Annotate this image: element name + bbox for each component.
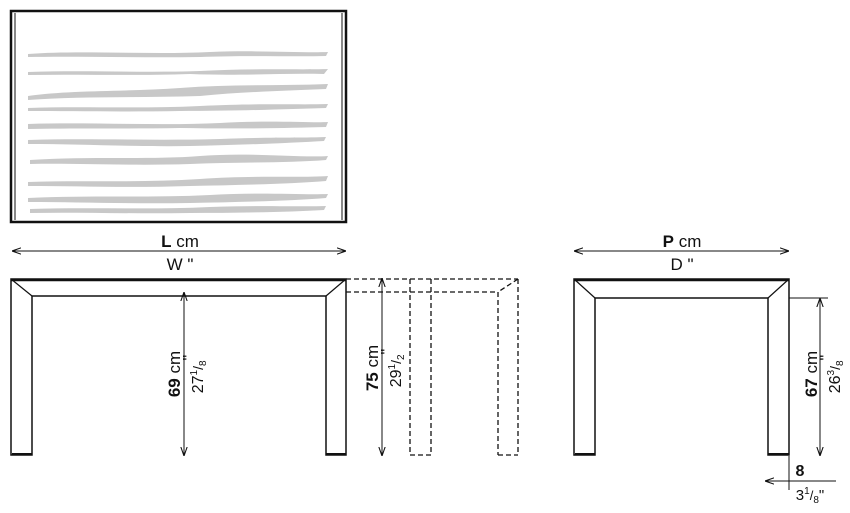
side-height-dimension: 67 cm 263/8" — [789, 297, 846, 456]
width-imperial-label: W " — [167, 255, 194, 274]
svg-text:67 cm: 67 cm — [802, 351, 821, 397]
extension-outline — [346, 278, 519, 456]
svg-text:271/8": 271/8" — [181, 355, 209, 394]
svg-text:31/8": 31/8" — [796, 486, 824, 506]
side-height-inch: 26 — [827, 375, 844, 393]
inner-height-dimension: 69 cm 271/8" — [165, 292, 209, 456]
total-height-cm: 75 — [363, 372, 382, 391]
depth-symbol: P — [663, 232, 674, 251]
leg-thickness-inch: 3 — [796, 487, 804, 504]
svg-text:P cm: P cm — [663, 232, 702, 251]
svg-text:263/8": 263/8" — [818, 355, 846, 394]
svg-text:69 cm: 69 cm — [165, 351, 184, 397]
wood-grain — [28, 51, 328, 214]
svg-text:L cm: L cm — [161, 232, 199, 251]
side-height-cm: 67 — [802, 378, 821, 397]
total-height-inch: 29 — [388, 369, 405, 387]
length-unit: cm — [176, 232, 199, 251]
depth-imperial-label: D " — [670, 255, 693, 274]
leg-thickness-cm: 8 — [796, 463, 805, 480]
inner-height-cm: 69 — [165, 378, 184, 397]
total-height-unit: cm — [363, 345, 382, 368]
inner-height-inch: 27 — [190, 375, 207, 393]
depth-dimension: P cm D " — [574, 232, 789, 274]
top-view — [9, 9, 348, 224]
svg-text:75 cm: 75 cm — [363, 345, 382, 391]
total-height-dimension: 75 cm 291/2" — [363, 278, 407, 456]
side-height-unit: cm — [802, 351, 821, 374]
leg-thickness-dimension: 8 31/8" — [765, 456, 836, 506]
length-symbol: L — [161, 232, 171, 251]
front-view — [10, 278, 347, 456]
length-dimension: L cm W " — [12, 232, 346, 274]
inner-height-unit: cm — [165, 351, 184, 374]
svg-text:291/2": 291/2" — [379, 349, 407, 388]
side-view — [573, 278, 790, 456]
depth-unit: cm — [679, 232, 702, 251]
